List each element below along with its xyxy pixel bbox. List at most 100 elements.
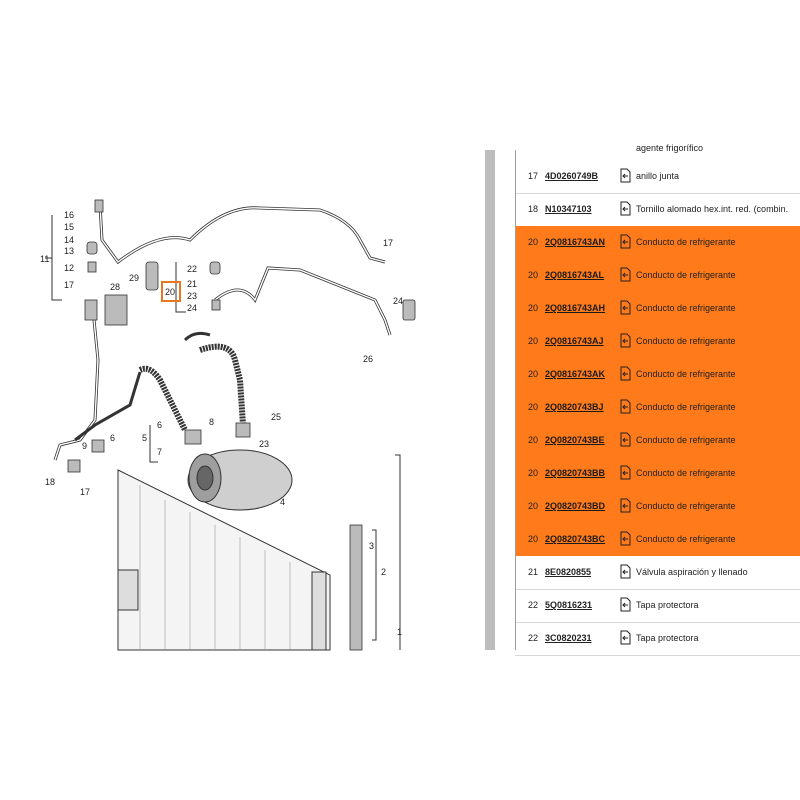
part-description: Conducto de refrigerante (636, 270, 736, 280)
callout-15: 15 (64, 222, 74, 232)
part-number-link[interactable]: 2Q0820743BD (545, 501, 606, 511)
callout-7: 7 (157, 447, 162, 457)
table-row[interactable]: 20 2Q0816743AK Conducto de refrigerante (515, 358, 800, 392)
part-description: Conducto de refrigerante (636, 336, 736, 346)
cart-arrow-icon[interactable] (619, 300, 631, 315)
position-number: 20 (528, 369, 539, 379)
table-scrollbar[interactable] (485, 150, 495, 650)
callout-24: 24 (187, 303, 197, 313)
table-divider (515, 150, 516, 650)
cart-arrow-icon[interactable] (619, 267, 631, 282)
callout-12: 12 (64, 263, 74, 273)
part-number-link[interactable]: 2Q0816743AK (545, 369, 606, 379)
part-number-link[interactable]: 2Q0816743AJ (545, 336, 604, 346)
part-description: Conducto de refrigerante (636, 402, 736, 412)
part-number-link[interactable]: 2Q0816743AN (545, 237, 606, 247)
table-row[interactable]: 20 2Q0816743AN Conducto de refrigerante (515, 226, 800, 260)
position-number: 20 (528, 237, 539, 247)
position-number: 21 (528, 567, 539, 577)
table-row[interactable]: 20 2Q0820743BD Conducto de refrigerante (515, 490, 800, 524)
parts-diagram: 16 15 14 13 12 17 11 29 28 20 22 21 23 2… (40, 199, 416, 651)
part-number-link[interactable]: 8E0820855 (545, 567, 592, 577)
callout-17: 17 (64, 280, 74, 290)
cart-arrow-icon[interactable] (619, 333, 631, 348)
part-number-link[interactable]: N10347103 (545, 204, 592, 214)
callout-13: 13 (64, 246, 74, 256)
part-number-link[interactable]: 5Q0816231 (545, 600, 593, 610)
position-number: 22 (528, 633, 539, 643)
table-row[interactable]: 17 4D0260749B anillo junta (515, 160, 800, 194)
cart-arrow-icon[interactable] (619, 168, 631, 183)
part-description: Conducto de refrigerante (636, 237, 736, 247)
table-row[interactable]: 22 3C0820231 Tapa protectora (515, 622, 800, 656)
position-number: 22 (528, 600, 539, 610)
table-row[interactable]: 20 2Q0816743AL Conducto de refrigerante (515, 259, 800, 293)
part-number-link[interactable]: 2Q0816743AL (545, 270, 605, 280)
position-number: 20 (528, 534, 539, 544)
callout-26: 26 (363, 354, 373, 364)
cart-arrow-icon[interactable] (619, 366, 631, 381)
position-number: 20 (528, 435, 539, 445)
table-row[interactable]: 22 5Q0816231 Tapa protectora (515, 589, 800, 623)
callout-23: 23 (187, 291, 197, 301)
part-number-link[interactable]: 3C0820231 (545, 633, 592, 643)
table-row[interactable]: 20 2Q0820743BC Conducto de refrigerante (515, 523, 800, 557)
callout-17c: 17 (80, 487, 90, 497)
cart-arrow-icon[interactable] (619, 498, 631, 513)
part-description: Conducto de refrigerante (636, 501, 736, 511)
position-number: 20 (528, 501, 539, 511)
part-number-link[interactable]: 2Q0820743BC (545, 534, 606, 544)
part-description: Tapa protectora (636, 600, 699, 610)
position-number: 18 (528, 204, 539, 214)
part-number-link[interactable]: 2Q0816743AH (545, 303, 606, 313)
callout-8: 8 (209, 417, 214, 427)
callout-14: 14 (64, 235, 74, 245)
part-number-link[interactable]: 4D0260749B (545, 171, 599, 181)
cart-arrow-icon[interactable] (619, 465, 631, 480)
table-row[interactable]: 20 2Q0816743AH Conducto de refrigerante (515, 292, 800, 326)
cart-arrow-icon[interactable] (619, 399, 631, 414)
position-number: 20 (528, 270, 539, 280)
callout-6: 6 (157, 420, 162, 430)
callout-5: 5 (142, 433, 147, 443)
table-row[interactable]: 20 2Q0820743BE Conducto de refrigerante (515, 424, 800, 458)
cart-arrow-icon[interactable] (619, 564, 631, 579)
table-row[interactable]: 21 8E0820855 Válvula aspiración y llenad… (515, 556, 800, 590)
position-number: 20 (528, 303, 539, 313)
callout-24b: 24 (393, 296, 403, 306)
part-description: Válvula aspiración y llenado (636, 567, 748, 577)
table-row[interactable]: 20 2Q0816743AJ Conducto de refrigerante (515, 325, 800, 359)
callout-29: 29 (129, 273, 139, 283)
part-number-link[interactable]: 2Q0820743BJ (545, 402, 604, 412)
callout-20[interactable]: 20 (165, 287, 175, 297)
cart-arrow-icon[interactable] (619, 234, 631, 249)
part-description: Tornillo alomado hex.int. red. (combin. (636, 204, 789, 214)
part-description: anillo junta (636, 171, 680, 181)
selected-position-box (161, 281, 181, 302)
part-number-link[interactable]: 2Q0820743BB (545, 468, 606, 478)
cart-arrow-icon[interactable] (619, 531, 631, 546)
part-description: Conducto de refrigerante (636, 369, 736, 379)
part-description: Conducto de refrigerante (636, 303, 736, 313)
part-description: Conducto de refrigerante (636, 468, 736, 478)
part-description: Conducto de refrigerante (636, 435, 736, 445)
table-row[interactable]: 20 2Q0820743BJ Conducto de refrigerante (515, 391, 800, 425)
part-number-link[interactable]: 2Q0820743BE (545, 435, 605, 445)
callout-1: 1 (397, 627, 402, 637)
cart-arrow-icon[interactable] (619, 201, 631, 216)
cart-arrow-icon[interactable] (619, 432, 631, 447)
callout-2: 2 (381, 567, 386, 577)
callout-18: 18 (45, 477, 55, 487)
table-row[interactable]: 20 2Q0820743BB Conducto de refrigerante (515, 457, 800, 491)
callout-11: 11 (40, 254, 49, 264)
cart-arrow-icon[interactable] (619, 597, 631, 612)
part-description: Tapa protectora (636, 633, 699, 643)
callout-23b: 23 (259, 439, 269, 449)
callout-21: 21 (187, 279, 197, 289)
position-number: 20 (528, 336, 539, 346)
position-number: 20 (528, 468, 539, 478)
callout-9: 9 (82, 441, 87, 451)
callout-4: 4 (280, 497, 285, 507)
cart-arrow-icon[interactable] (619, 630, 631, 645)
table-row[interactable]: 18 N10347103 Tornillo alomado hex.int. r… (515, 193, 800, 227)
